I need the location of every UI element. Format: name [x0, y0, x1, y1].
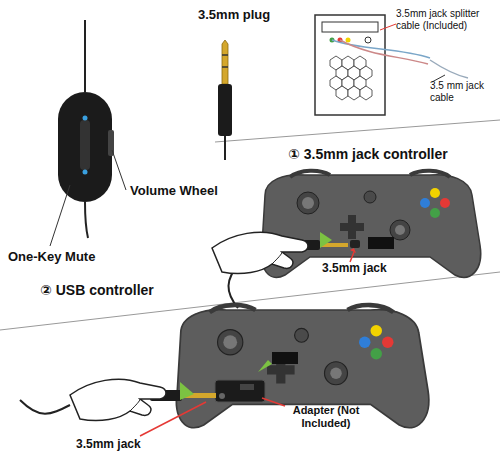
cable-label: 3.5 mm jack cable [430, 80, 496, 103]
section-heading: ② USB controller [40, 282, 200, 298]
jack-label: 3.5mm jack [76, 438, 166, 452]
volume-label: Volume Wheel [130, 184, 218, 199]
splitter-label: 3.5mm jack splitter cable (Included) [396, 8, 496, 31]
plug-label: 3.5mm plug [198, 8, 270, 23]
adapter-label: Adapter (Not Included) [286, 404, 366, 429]
jack-label: 3.5mm jack [322, 262, 412, 276]
section-heading: ① 3.5mm jack controller [288, 146, 493, 162]
mute-label: One-Key Mute [8, 250, 95, 265]
